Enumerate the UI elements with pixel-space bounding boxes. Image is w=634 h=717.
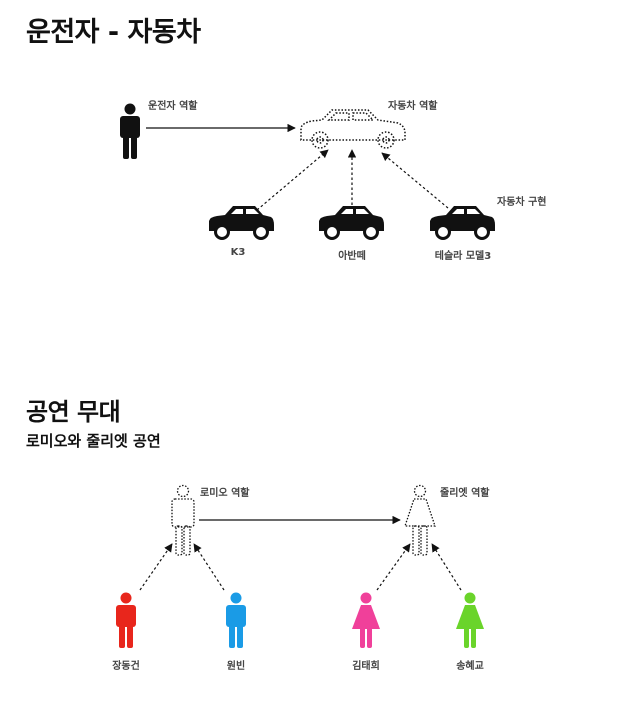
car-role-label: 자동차 역할 — [388, 101, 438, 112]
k3-impl-arrow — [256, 149, 329, 211]
impl-avante-label: 아반떼 — [338, 251, 366, 262]
section1-title: 운전자 - 자동차 — [26, 17, 201, 48]
impl-k3-label: K3 — [230, 247, 246, 258]
actor-name-2: 원빈 — [226, 661, 246, 672]
driver-icon — [120, 103, 140, 159]
actor-wonbin-icon — [226, 592, 246, 648]
section2-subtitle: 로미오와 줄리엣 공연 — [26, 432, 161, 450]
actor-song-hyekyo-icon — [456, 592, 484, 648]
actor4-to-juliet-arrow — [431, 543, 462, 591]
romeo-role-label: 로미오 역할 — [200, 488, 250, 499]
actor-jang-donggun-icon — [116, 592, 136, 648]
juliet-role-icon — [404, 484, 436, 556]
k3-car-icon — [207, 204, 276, 240]
actor-name-1: 장동건 — [112, 661, 140, 672]
actor-name-4: 송혜교 — [456, 661, 484, 672]
romeo-role-icon — [171, 484, 195, 556]
juliet-role-label: 줄리엣 역할 — [440, 488, 490, 499]
impl-tesla-label: 테슬라 모델3 — [434, 251, 492, 262]
actor1-to-romeo-arrow — [139, 543, 173, 591]
avante-car-icon — [317, 204, 386, 240]
actor2-to-romeo-arrow — [193, 543, 225, 591]
tesla-impl-arrow — [381, 152, 449, 209]
car-impl-label: 자동차 구현 — [497, 197, 547, 208]
section2-title: 공연 무대 — [26, 398, 121, 426]
tesla-car-icon — [428, 204, 497, 240]
car-role-icon — [300, 109, 406, 149]
driver-role-label: 운전자 역할 — [148, 101, 198, 112]
actor-kim-taehee-icon — [352, 592, 380, 648]
actor3-to-juliet-arrow — [376, 543, 411, 591]
actor-name-3: 김태희 — [352, 661, 380, 672]
